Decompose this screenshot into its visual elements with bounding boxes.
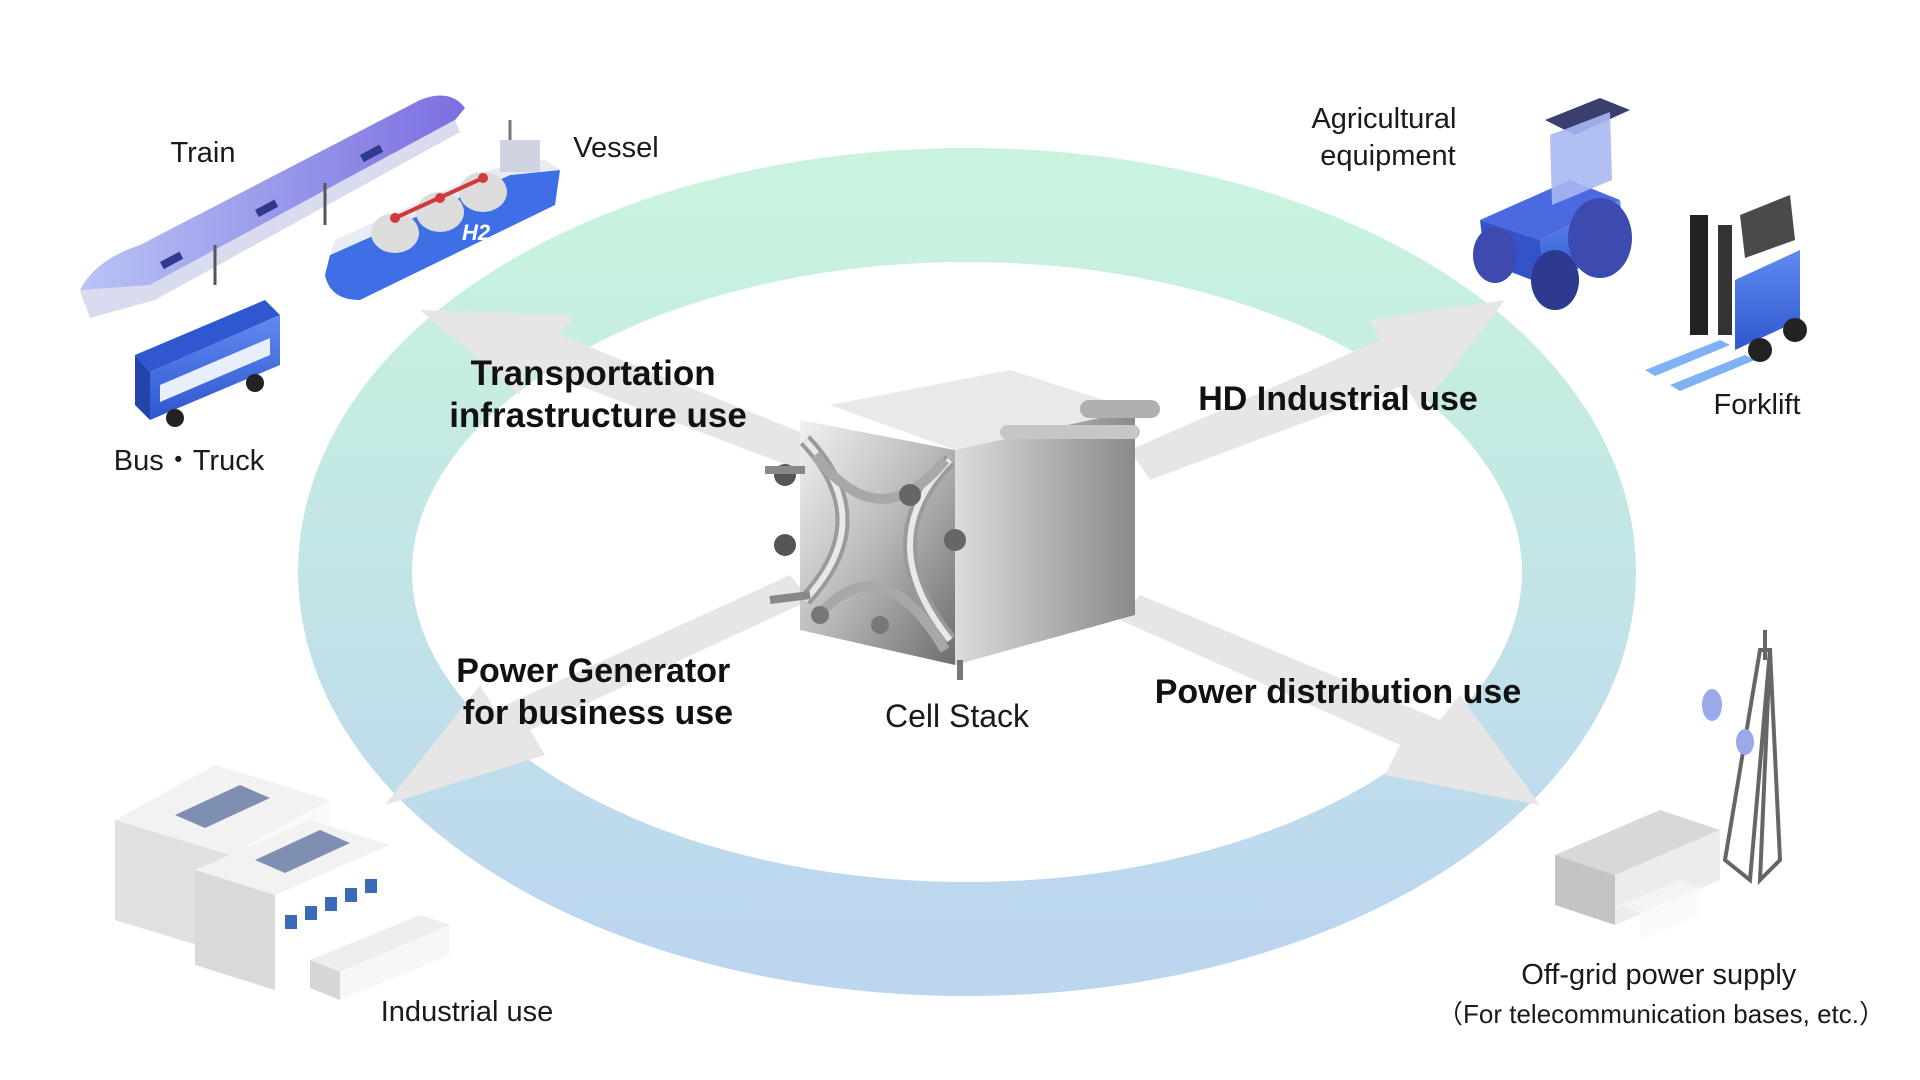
offgrid-line1: Off-grid power supply xyxy=(1521,959,1797,991)
category-generator-label: Power Generator for business use xyxy=(456,652,739,732)
category-transport-line2: infrastructure use xyxy=(449,396,747,435)
arrows xyxy=(385,300,1540,805)
industrial-buildings-illustration xyxy=(115,765,450,1000)
vessel-h2-badge: H2 xyxy=(462,220,491,245)
arrow-transport xyxy=(420,310,820,470)
offgrid-line2: （For telecommunication bases, etc.） xyxy=(1437,999,1885,1029)
offgrid-label: Off-grid power supply （For telecommunica… xyxy=(1437,959,1885,1029)
cycle-ring xyxy=(298,148,1636,996)
cell-stack-label: Cell Stack xyxy=(885,698,1030,734)
arrow-industrial xyxy=(1130,300,1505,480)
bus-illustration xyxy=(135,300,280,427)
offgrid-illustration xyxy=(1555,630,1783,940)
cell-stack-image xyxy=(765,370,1160,680)
forklift-label: Forklift xyxy=(1714,389,1801,421)
bus-truck-label: Bus・Truck xyxy=(114,445,265,477)
industrial-use-label: Industrial use xyxy=(381,996,554,1028)
arrow-distribution xyxy=(1120,595,1540,805)
agricultural-line1: Agricultural xyxy=(1311,103,1456,135)
train-illustration xyxy=(80,95,465,318)
category-generator-line1: Power Generator xyxy=(456,652,730,690)
train-label: Train xyxy=(171,137,236,169)
tractor-illustration xyxy=(1473,98,1632,310)
category-transport-line1: Transportation xyxy=(471,354,716,393)
category-industrial-label: HD Industrial use xyxy=(1198,380,1478,418)
arrow-generator xyxy=(385,575,810,805)
vessel-illustration: H2 xyxy=(325,120,560,300)
category-transport-label: Transportation infrastructure use xyxy=(449,354,747,435)
forklift-illustration xyxy=(1645,195,1807,391)
agricultural-line2: equipment xyxy=(1320,140,1455,172)
category-distribution-label: Power distribution use xyxy=(1155,673,1521,711)
category-generator-line2: for business use xyxy=(463,694,733,732)
vessel-label: Vessel xyxy=(573,132,658,164)
agricultural-label: Agricultural equipment xyxy=(1311,103,1464,172)
